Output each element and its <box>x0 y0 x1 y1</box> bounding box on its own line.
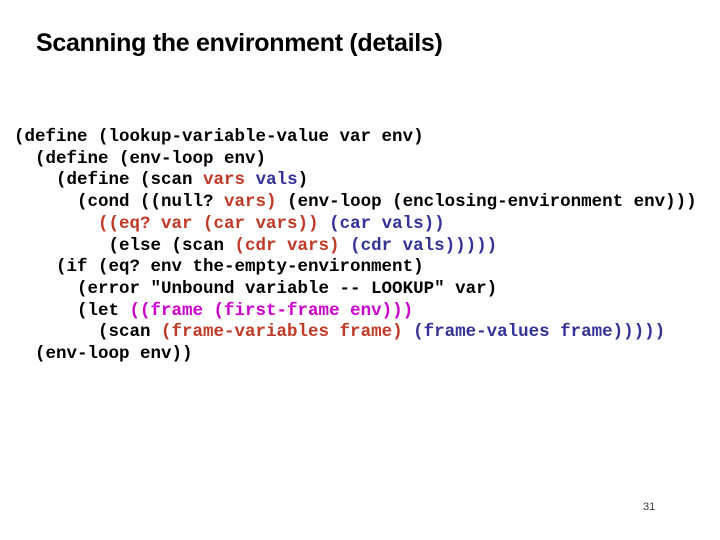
code-segment: (cond ((null? <box>14 192 225 213</box>
code-segment: (define (env-loop env) <box>14 148 267 169</box>
code-line: (scan (frame-variables frame) (frame-val… <box>14 322 697 344</box>
code-segment: (cdr vals))))) <box>350 235 498 256</box>
slide-title: Scanning the environment (details) <box>36 29 443 57</box>
code-line: (define (scan vars vals) <box>14 170 697 192</box>
code-segment: (let <box>14 300 130 321</box>
code-segment: (scan <box>14 322 162 343</box>
code-line: (cond ((null? vars) (env-loop (enclosing… <box>14 192 697 214</box>
code-line: (define (lookup-variable-value var env) <box>14 127 697 149</box>
code-line: ((eq? var (car vars)) (car vals)) <box>14 214 697 236</box>
code-line: (if (eq? env the-empty-environment) <box>14 257 697 279</box>
code-line: (define (env-loop env) <box>14 149 697 171</box>
code-line: (else (scan (cdr vars) (cdr vals))))) <box>14 236 697 258</box>
code-segment <box>403 322 414 342</box>
code-line: (error "Unbound variable -- LOOKUP" var) <box>14 279 697 301</box>
code-segment: (frame-variables frame) <box>161 322 403 343</box>
code-segment: (car vals)) <box>329 213 445 234</box>
code-segment: ((frame (first-frame env))) <box>129 300 414 321</box>
code-segment: (if (eq? env the-empty-environment) <box>14 257 424 278</box>
code-segment: (env-loop env)) <box>14 344 193 365</box>
code-segment: (env-loop (enclosing-environment env))) <box>276 192 697 213</box>
code-segment <box>319 214 330 234</box>
code-segment <box>245 170 256 190</box>
code-segment <box>340 236 351 256</box>
code-segment: ) <box>297 170 309 191</box>
code-block: (define (lookup-variable-value var env) … <box>14 127 697 366</box>
code-segment <box>14 214 98 234</box>
code-segment: (frame-values frame))))) <box>413 322 666 343</box>
code-line: (env-loop env)) <box>14 344 697 366</box>
code-segment: (define (scan <box>14 170 204 191</box>
code-line: (let ((frame (first-frame env))) <box>14 301 697 323</box>
page-number: 31 <box>643 501 656 513</box>
code-segment: vars) <box>224 192 277 213</box>
code-segment: (else (scan <box>14 235 235 256</box>
code-segment: (error "Unbound variable -- LOOKUP" var) <box>14 278 498 299</box>
code-segment: vals <box>255 170 298 191</box>
code-segment: vars <box>203 170 246 191</box>
code-segment: (define (lookup-variable-value var env) <box>14 127 424 147</box>
code-segment: (cdr vars) <box>234 235 340 256</box>
code-segment: ((eq? var (car vars)) <box>98 213 319 234</box>
